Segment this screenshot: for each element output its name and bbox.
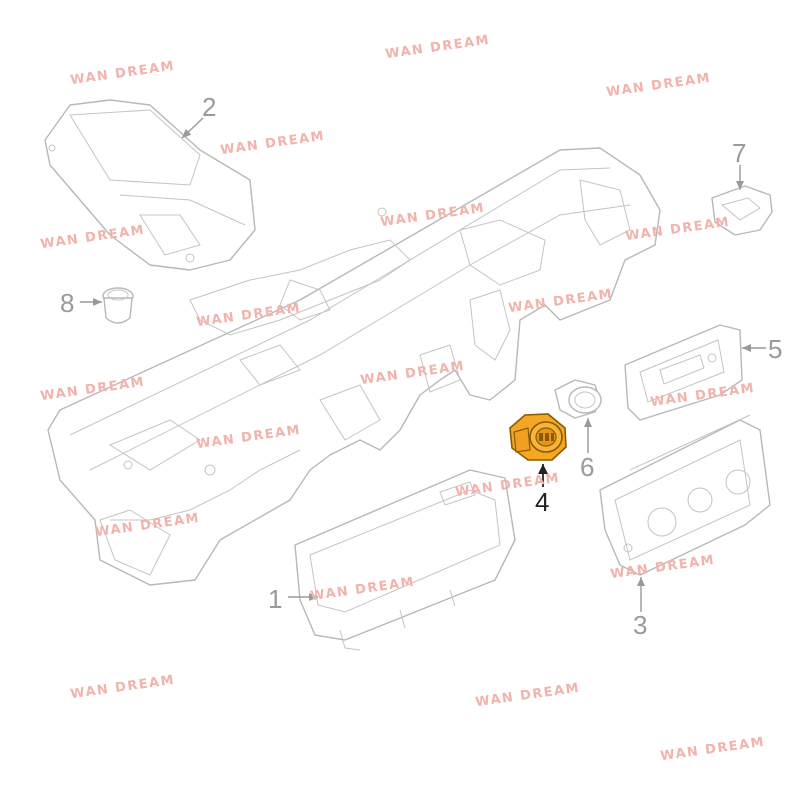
callout-4: 4 — [535, 487, 550, 517]
callout-6: 6 — [580, 452, 595, 482]
callout-8: 8 — [60, 288, 75, 318]
callout-3: 3 — [633, 610, 648, 640]
part-small-bracket — [711, 185, 773, 236]
leader-arrows — [80, 117, 766, 612]
part-head-up-display — [44, 99, 256, 271]
part-round-socket-bezel — [554, 379, 602, 419]
callout-1: 1 — [268, 584, 283, 614]
callout-7: 7 — [732, 138, 747, 168]
part-usb-charging-socket — [509, 413, 567, 461]
dashboard-frame — [47, 147, 661, 586]
callout-2: 2 — [202, 92, 217, 122]
part-climate-control-panel — [599, 414, 771, 576]
part-push-button-switch — [102, 287, 134, 324]
callout-5: 5 — [768, 334, 783, 364]
part-instrument-cluster — [294, 469, 516, 651]
part-switch-panel — [624, 324, 743, 421]
